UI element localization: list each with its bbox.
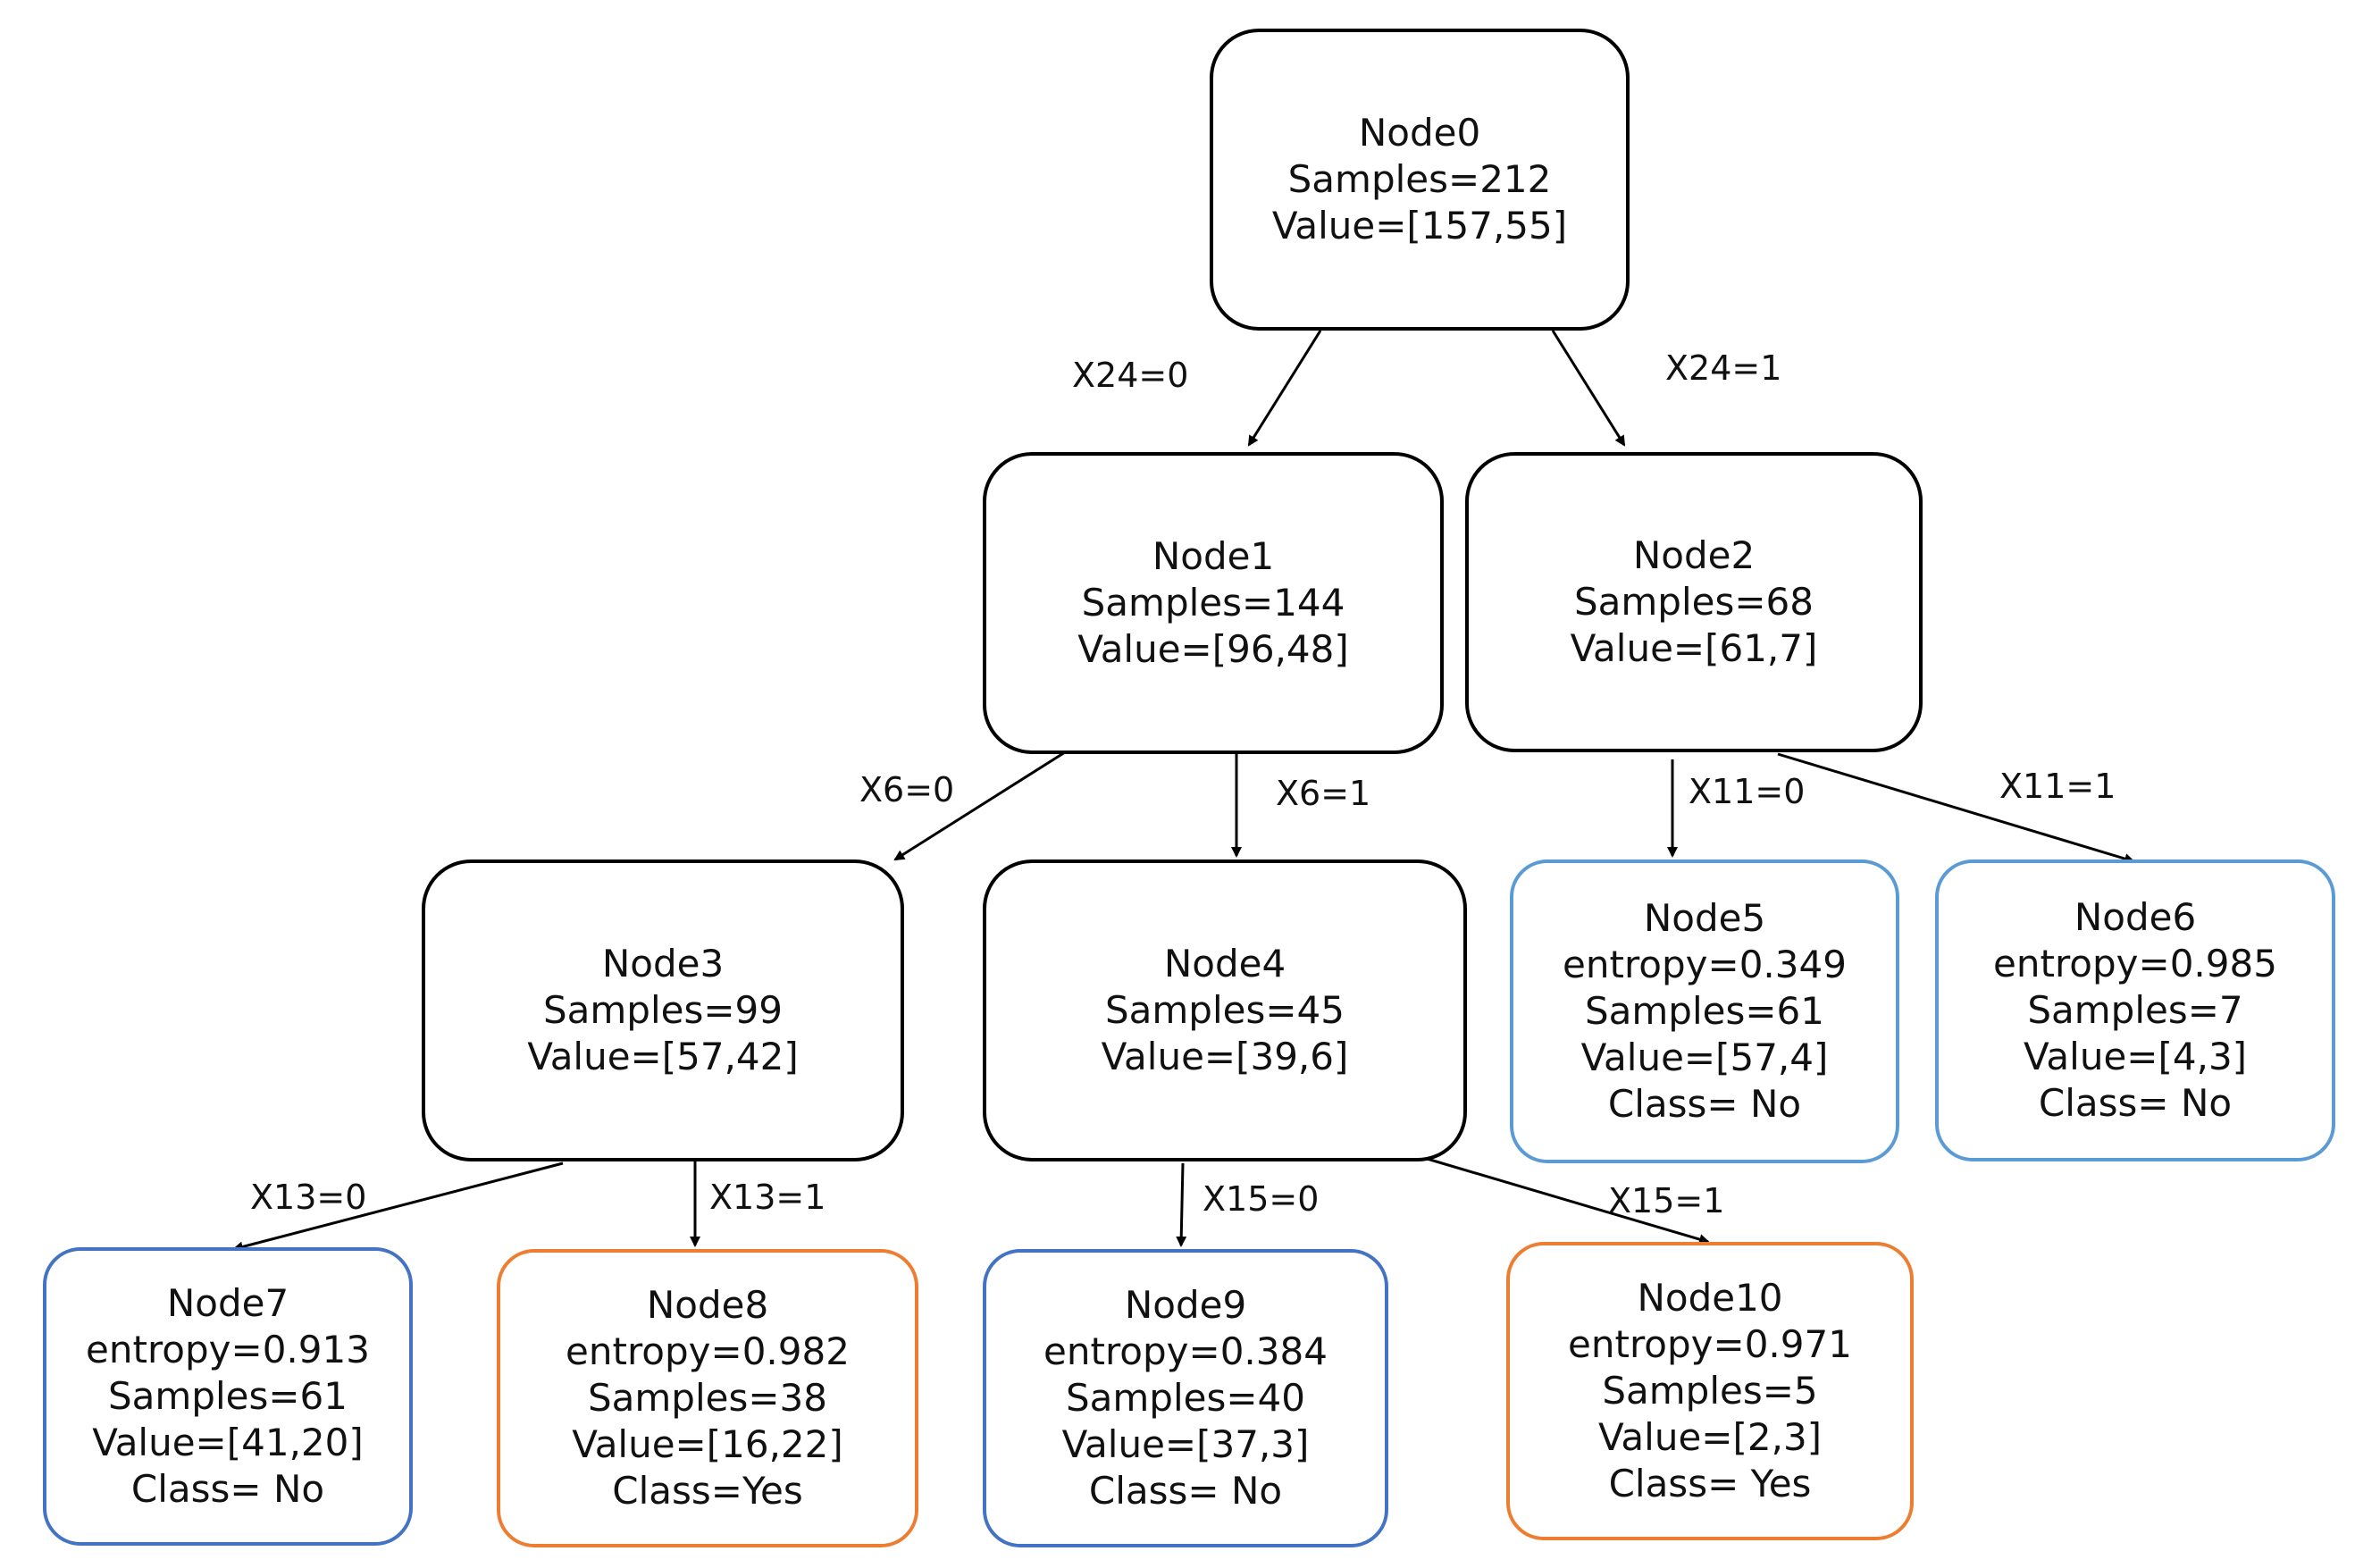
node-samples: Samples=61 (1585, 989, 1824, 1033)
tree-node-2: Node2 Samples=68 Value=[61,7] (1465, 452, 1923, 752)
node-entropy: entropy=0.913 (86, 1328, 370, 1371)
node-class: Class= No (2038, 1081, 2233, 1125)
node-value: Value=[41,20] (92, 1421, 364, 1464)
node-samples: Samples=144 (1081, 581, 1345, 625)
node-class: Class=Yes (612, 1469, 803, 1513)
node-value: Value=[2,3] (1597, 1415, 1823, 1459)
edge-node0-node2 (1551, 330, 1626, 447)
node-name: Node6 (2074, 895, 2197, 939)
edge-label-x6-0: X6=0 (859, 770, 955, 809)
edge-label-x15-0: X15=0 (1203, 1179, 1320, 1219)
tree-node-9: Node9 entropy=0.384 Samples=40 Value=[37… (983, 1249, 1388, 1547)
node-name: Node9 (1124, 1283, 1247, 1327)
edge-label-x15-1: X15=1 (1608, 1181, 1725, 1220)
node-class: Class= Yes (1608, 1462, 1812, 1505)
node-class: Class= No (1607, 1082, 1802, 1126)
node-class: Class= No (130, 1467, 325, 1511)
edge-label-x24-1: X24=1 (1665, 348, 1782, 388)
node-value: Value=[4,3] (2023, 1035, 2248, 1078)
node-name: Node3 (601, 942, 725, 985)
node-samples: Samples=40 (1066, 1376, 1305, 1420)
tree-node-10: Node10 entropy=0.971 Samples=5 Value=[2,… (1506, 1242, 1914, 1540)
edge-node4-node9 (1176, 1162, 1187, 1247)
edge-label-x11-0: X11=0 (1689, 772, 1806, 811)
edge-node3-node7 (232, 1161, 564, 1253)
tree-node-6: Node6 entropy=0.985 Samples=7 Value=[4,3… (1935, 859, 2335, 1161)
tree-node-3: Node3 Samples=99 Value=[57,42] (422, 859, 904, 1161)
node-samples: Samples=45 (1105, 988, 1345, 1032)
node-samples: Samples=61 (108, 1374, 348, 1418)
tree-node-7: Node7 entropy=0.913 Samples=61 Value=[41… (43, 1247, 413, 1546)
node-value: Value=[157,55] (1271, 204, 1568, 247)
node-name: Node2 (1632, 533, 1756, 577)
node-value: Value=[61,7] (1570, 626, 1818, 670)
node-samples: Samples=68 (1574, 580, 1814, 624)
node-samples: Samples=5 (1602, 1369, 1818, 1413)
tree-node-8: Node8 entropy=0.982 Samples=38 Value=[16… (497, 1249, 918, 1547)
node-class: Class= No (1088, 1469, 1283, 1513)
edge-node2-node6 (1777, 752, 2135, 864)
edge-label-x24-0: X24=0 (1072, 356, 1189, 395)
edge-label-x6-1: X6=1 (1276, 774, 1371, 813)
edge-label-x13-1: X13=1 (709, 1178, 826, 1217)
edge-label-x13-0: X13=0 (250, 1178, 367, 1217)
node-samples: Samples=212 (1287, 157, 1552, 201)
node-value: Value=[96,48] (1077, 627, 1349, 671)
node-value: Value=[16,22] (572, 1422, 843, 1466)
node-samples: Samples=7 (2027, 988, 2243, 1032)
node-entropy: entropy=0.985 (1993, 942, 2277, 985)
tree-node-5: Node5 entropy=0.349 Samples=61 Value=[57… (1510, 859, 1899, 1163)
node-entropy: entropy=0.971 (1568, 1322, 1852, 1366)
node-name: Node7 (166, 1281, 289, 1325)
node-value: Value=[39,6] (1101, 1035, 1349, 1078)
node-name: Node0 (1358, 111, 1481, 155)
node-name: Node1 (1152, 534, 1275, 578)
node-value: Value=[37,3] (1061, 1422, 1310, 1466)
node-name: Node8 (646, 1283, 769, 1327)
node-name: Node5 (1643, 896, 1766, 940)
node-samples: Samples=99 (543, 988, 783, 1032)
node-entropy: entropy=0.982 (566, 1329, 850, 1373)
tree-node-4: Node4 Samples=45 Value=[39,6] (983, 859, 1467, 1161)
node-name: Node10 (1637, 1276, 1783, 1320)
edge-node0-node1 (1247, 330, 1322, 447)
edge-node1-node3 (893, 750, 1066, 861)
node-name: Node4 (1163, 942, 1286, 985)
node-entropy: entropy=0.384 (1043, 1329, 1328, 1373)
tree-node-0: Node0 Samples=212 Value=[157,55] (1210, 29, 1630, 331)
node-entropy: entropy=0.349 (1563, 943, 1847, 986)
edge-node4-node10 (1423, 1156, 1710, 1245)
node-samples: Samples=38 (588, 1376, 827, 1420)
node-value: Value=[57,42] (527, 1035, 799, 1078)
tree-node-1: Node1 Samples=144 Value=[96,48] (983, 452, 1444, 754)
edge-label-x11-1: X11=1 (1999, 767, 2116, 806)
node-value: Value=[57,4] (1580, 1036, 1829, 1079)
